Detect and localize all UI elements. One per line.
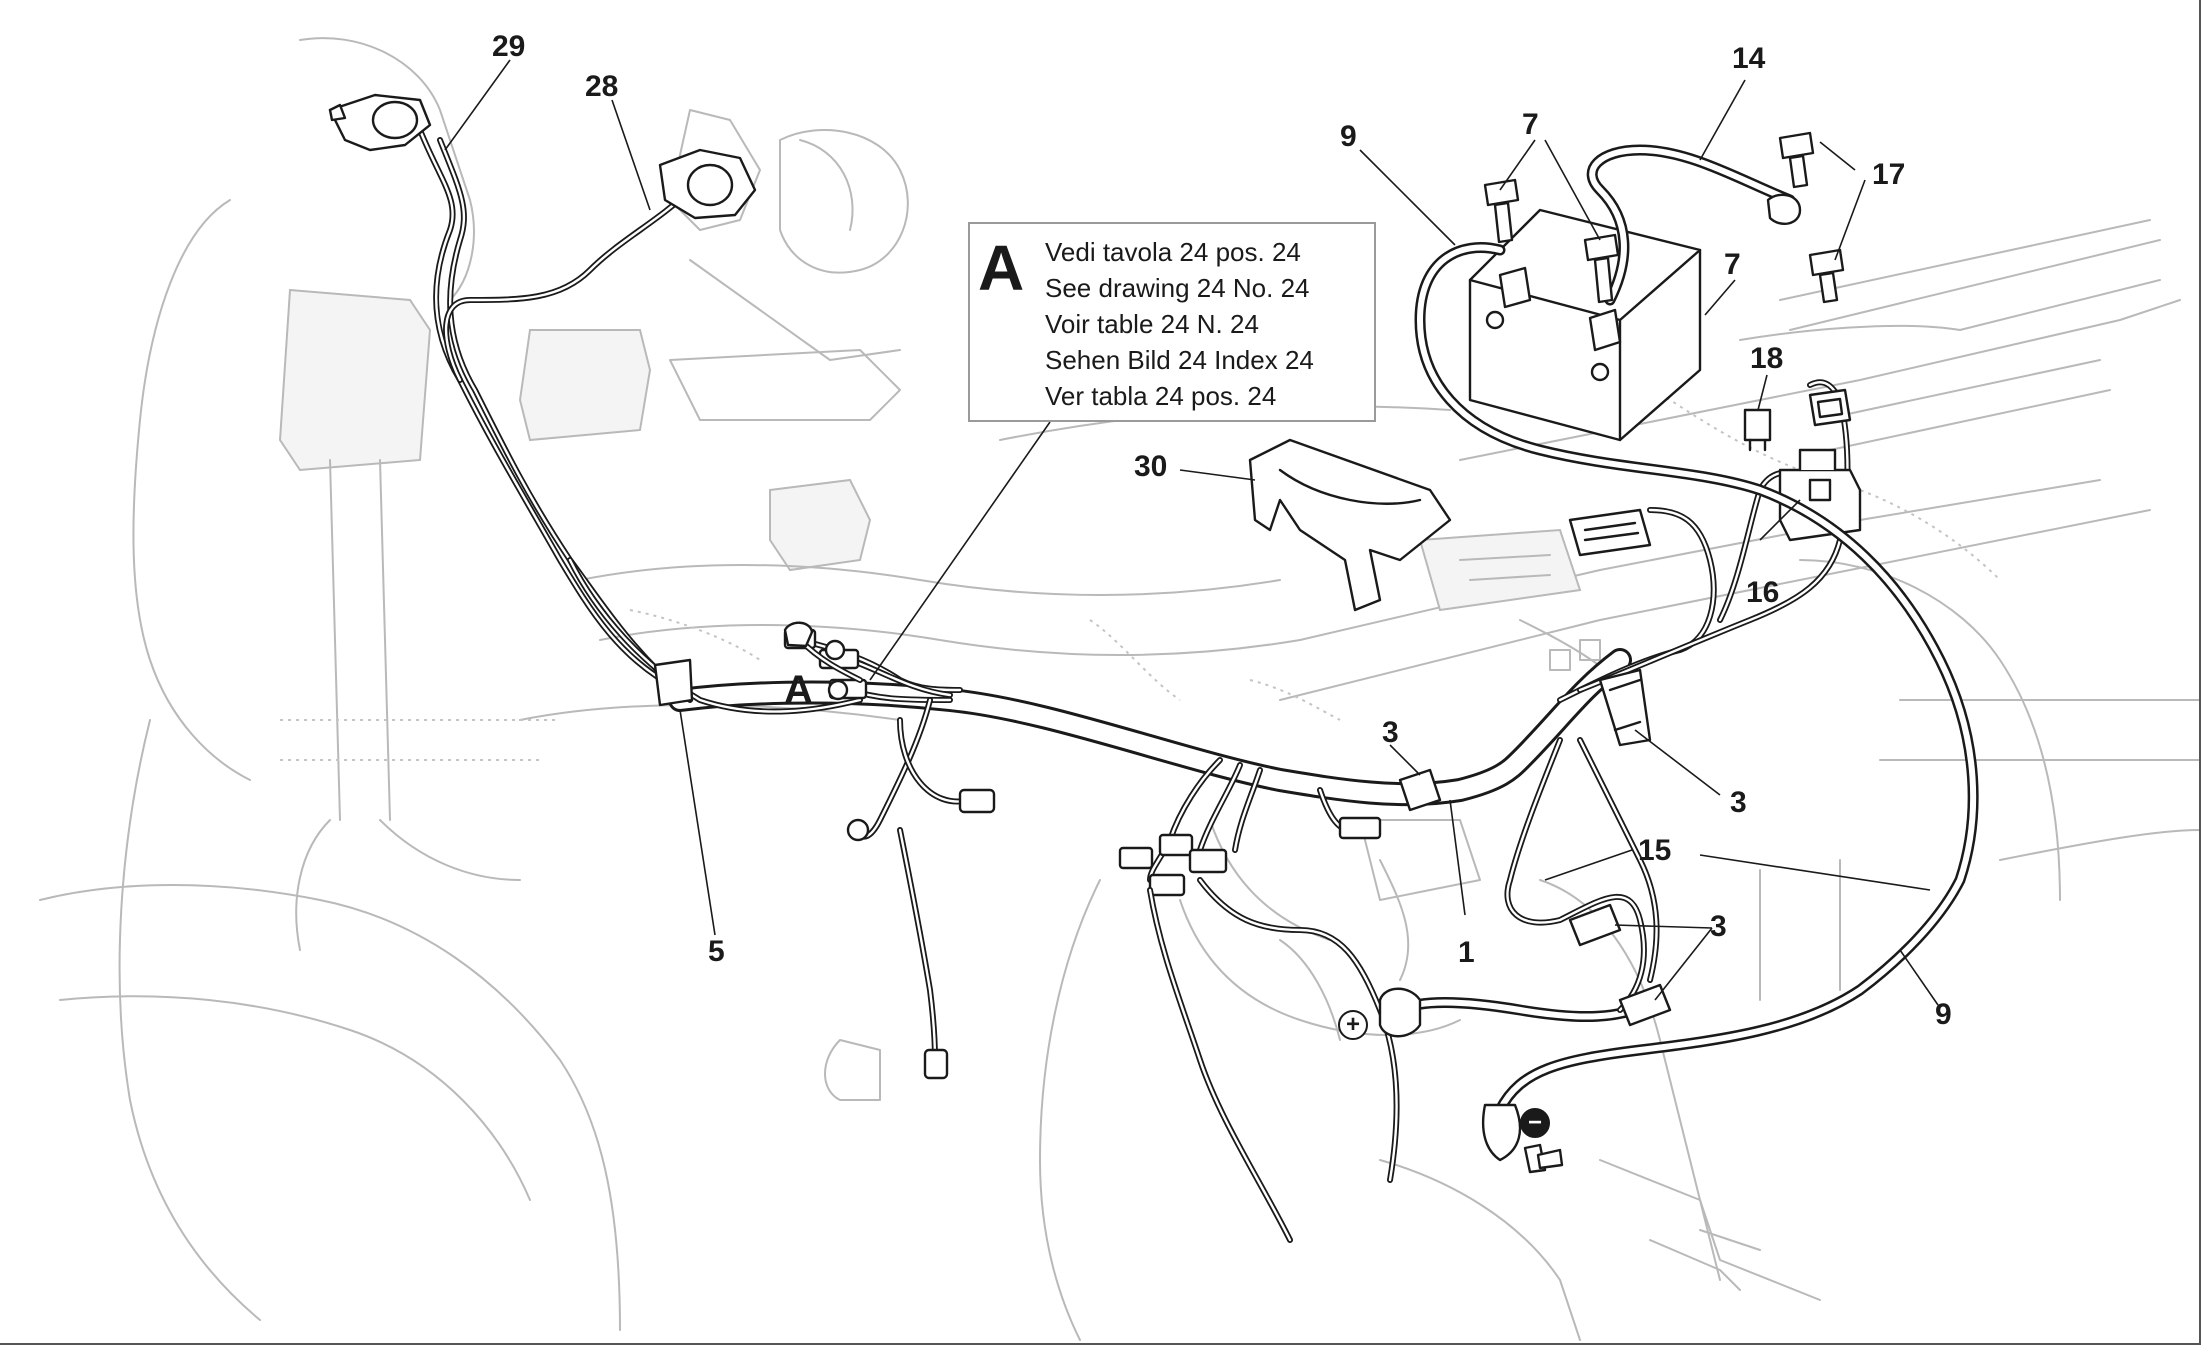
connector-28 — [658, 148, 757, 220]
clips-3 — [653, 658, 1672, 1027]
battery-cable-14 — [1586, 144, 1802, 306]
relay-16 — [1778, 448, 1862, 542]
callout-5: 5 — [708, 935, 725, 968]
callout-18: 18 — [1750, 342, 1784, 375]
bolts — [1483, 131, 1845, 1174]
callout-14: 14 — [1732, 42, 1766, 75]
legend-line-fr: Voir table 24 N. 24 — [1045, 309, 1259, 339]
battery — [1468, 208, 1702, 442]
battery-cable-9 — [1414, 242, 1979, 1162]
connector-29 — [328, 93, 432, 152]
a-connectors — [783, 621, 863, 701]
callout-29: 29 — [492, 30, 526, 63]
harness-28 — [443, 187, 863, 715]
callout-3-right: 3 — [1730, 786, 1747, 819]
negative-terminal-symbol: − — [1520, 1108, 1550, 1138]
motorcycle-ghost-outline — [39, 37, 2201, 1341]
legend-line-it: Vedi tavola 24 pos. 24 — [1045, 237, 1301, 267]
positive-terminal-symbol: + — [1338, 1010, 1368, 1040]
tray-30 — [1248, 438, 1452, 612]
fuse-block — [1568, 508, 1652, 557]
legend-line-en: See drawing 24 No. 24 — [1045, 273, 1310, 303]
relay-connector — [1808, 388, 1852, 427]
legend-lines: Vedi tavola 24 pos. 24 See drawing 24 No… — [1045, 234, 1314, 414]
legend-line-es: Ver tabla 24 pos. 24 — [1045, 381, 1277, 411]
callout-7-right: 7 — [1724, 248, 1741, 281]
connector-letter-a: A — [784, 668, 813, 712]
callout-9-top: 9 — [1340, 120, 1357, 153]
callout-30: 30 — [1134, 450, 1168, 483]
callout-15: 15 — [1638, 834, 1672, 867]
callout-7-top: 7 — [1522, 108, 1539, 141]
legend-letter: A — [978, 232, 1025, 304]
reference-legend: A Vedi tavola 24 pos. 24 See drawing 24 … — [968, 222, 1376, 422]
legend-line-de: Sehen Bild 24 Index 24 — [1045, 345, 1314, 375]
fuse-18 — [1743, 408, 1772, 452]
callout-3-center: 3 — [1382, 716, 1399, 749]
harness-15 — [1504, 379, 1851, 1013]
callout-16: 16 — [1746, 576, 1780, 609]
callout-1: 1 — [1458, 936, 1475, 969]
callout-28: 28 — [585, 70, 619, 103]
callout-9-bottom: 9 — [1935, 998, 1952, 1031]
center-connectors — [1118, 757, 1400, 1243]
callout-17: 17 — [1872, 158, 1906, 191]
leader-lines — [444, 59, 1939, 1006]
callout-3-lower: 3 — [1710, 910, 1727, 943]
harness-29 — [417, 127, 693, 703]
